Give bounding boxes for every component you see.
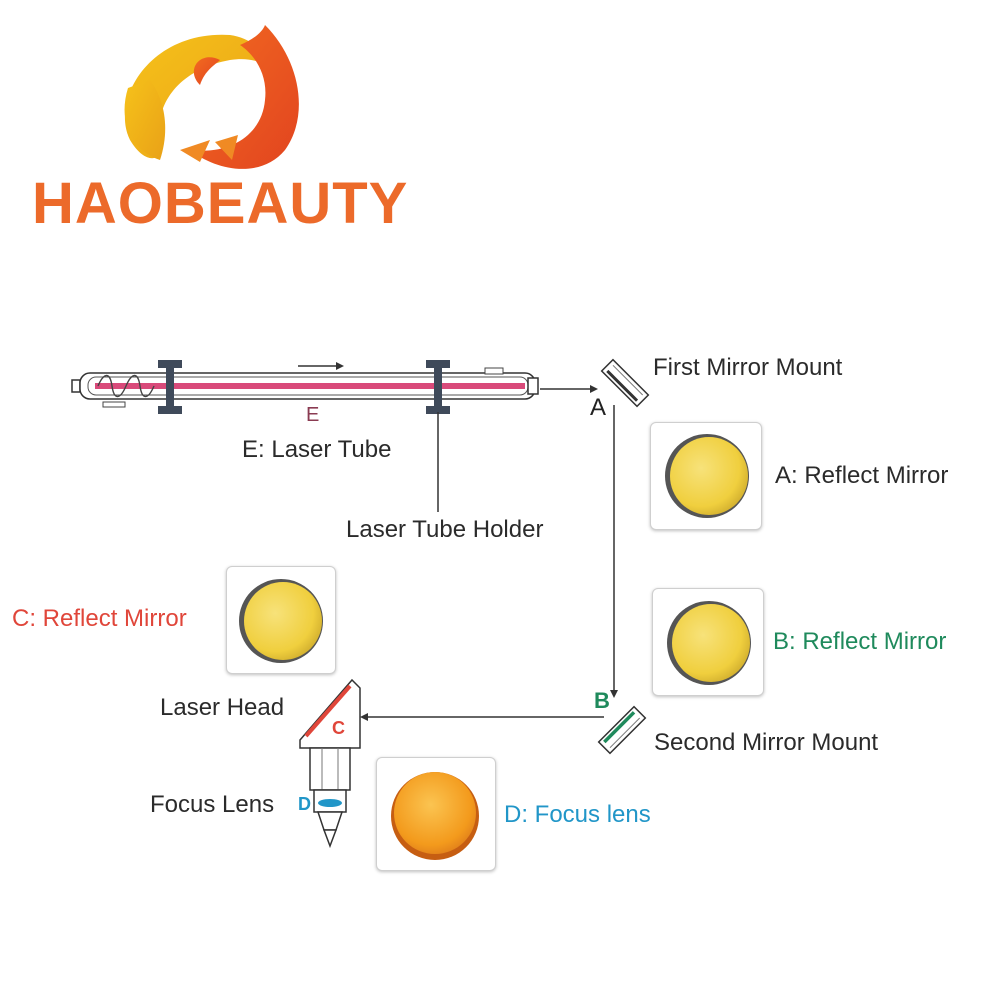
focus-lens-label: Focus Lens	[150, 791, 274, 819]
mirror-b-card	[652, 588, 764, 696]
laser-tube-holder-label: Laser Tube Holder	[346, 516, 543, 544]
laser-head-label: Laser Head	[160, 694, 284, 722]
mirror-b-icon	[653, 589, 763, 695]
marker-e: E	[306, 404, 319, 427]
second-mirror-mount-label: Second Mirror Mount	[654, 729, 878, 757]
tube-holder-left-icon	[158, 360, 182, 368]
first-mirror-mount-label: First Mirror Mount	[653, 354, 842, 382]
marker-c: C	[332, 718, 345, 739]
mirror-a-icon	[651, 423, 761, 529]
first-mirror-mount-icon	[602, 360, 649, 407]
laser-tube	[72, 360, 538, 414]
marker-b: B	[594, 688, 610, 714]
mirror-a-card	[650, 422, 762, 530]
c-reflect-mirror-label: C: Reflect Mirror	[12, 605, 187, 633]
focus-lens-icon	[377, 758, 495, 870]
marker-d: D	[298, 794, 311, 815]
marker-a: A	[590, 394, 606, 422]
laser-tube-label: E: Laser Tube	[242, 436, 391, 464]
lens-d-card	[376, 757, 496, 871]
d-focus-lens-label: D: Focus lens	[504, 801, 651, 829]
b-reflect-mirror-label: B: Reflect Mirror	[773, 628, 946, 656]
laser-head-icon	[300, 680, 360, 846]
a-reflect-mirror-label: A: Reflect Mirror	[775, 462, 948, 490]
tube-holder-right-icon	[426, 360, 450, 368]
mirror-c-icon	[227, 567, 335, 673]
mirror-c-card	[226, 566, 336, 674]
